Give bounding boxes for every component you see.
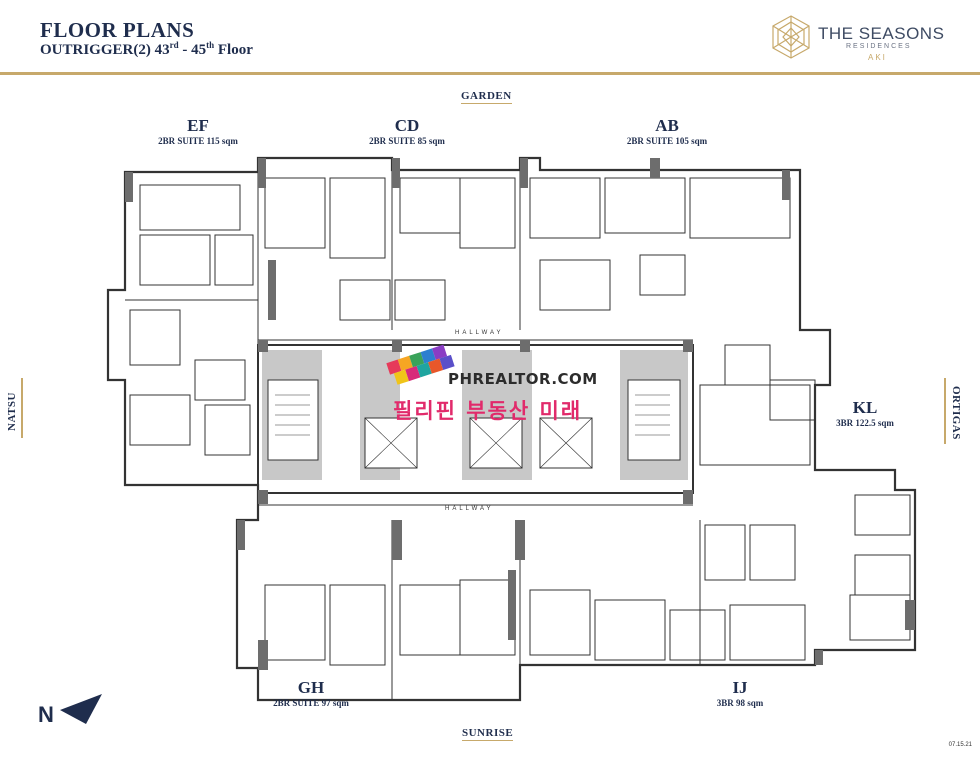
direction-right: ORTIGAS xyxy=(950,386,962,440)
direction-top: GARDEN xyxy=(461,90,512,104)
logo-residences: RESIDENCES xyxy=(846,43,912,50)
direction-left: NATSU xyxy=(6,392,18,431)
hallway-bottom-label: HALLWAY xyxy=(445,506,494,512)
page-subtitle: OUTRIGGER(2) 43rd - 45th Floor xyxy=(40,40,253,58)
document-code: 07.15.21 xyxy=(948,742,972,748)
direction-bottom: SUNRISE xyxy=(462,727,514,741)
north-arrow-icon xyxy=(60,694,102,724)
watermark-site: PHREALTOR.COM xyxy=(448,370,598,388)
watermark-logo-icon xyxy=(386,344,455,385)
direction-right-rule xyxy=(944,378,946,444)
direction-left-rule xyxy=(21,378,23,438)
north-label: N xyxy=(38,702,54,727)
watermark-korean: 필리핀 부동산 미래 xyxy=(393,399,583,423)
hallway-top-label: HALLWAY xyxy=(455,330,504,336)
header-divider xyxy=(0,72,980,75)
page-title: FLOOR PLANS xyxy=(40,18,195,42)
logo-lotus-icon xyxy=(772,15,810,59)
logo-name: THE SEASONS xyxy=(818,24,945,43)
logo-aki: AKI xyxy=(868,53,887,62)
